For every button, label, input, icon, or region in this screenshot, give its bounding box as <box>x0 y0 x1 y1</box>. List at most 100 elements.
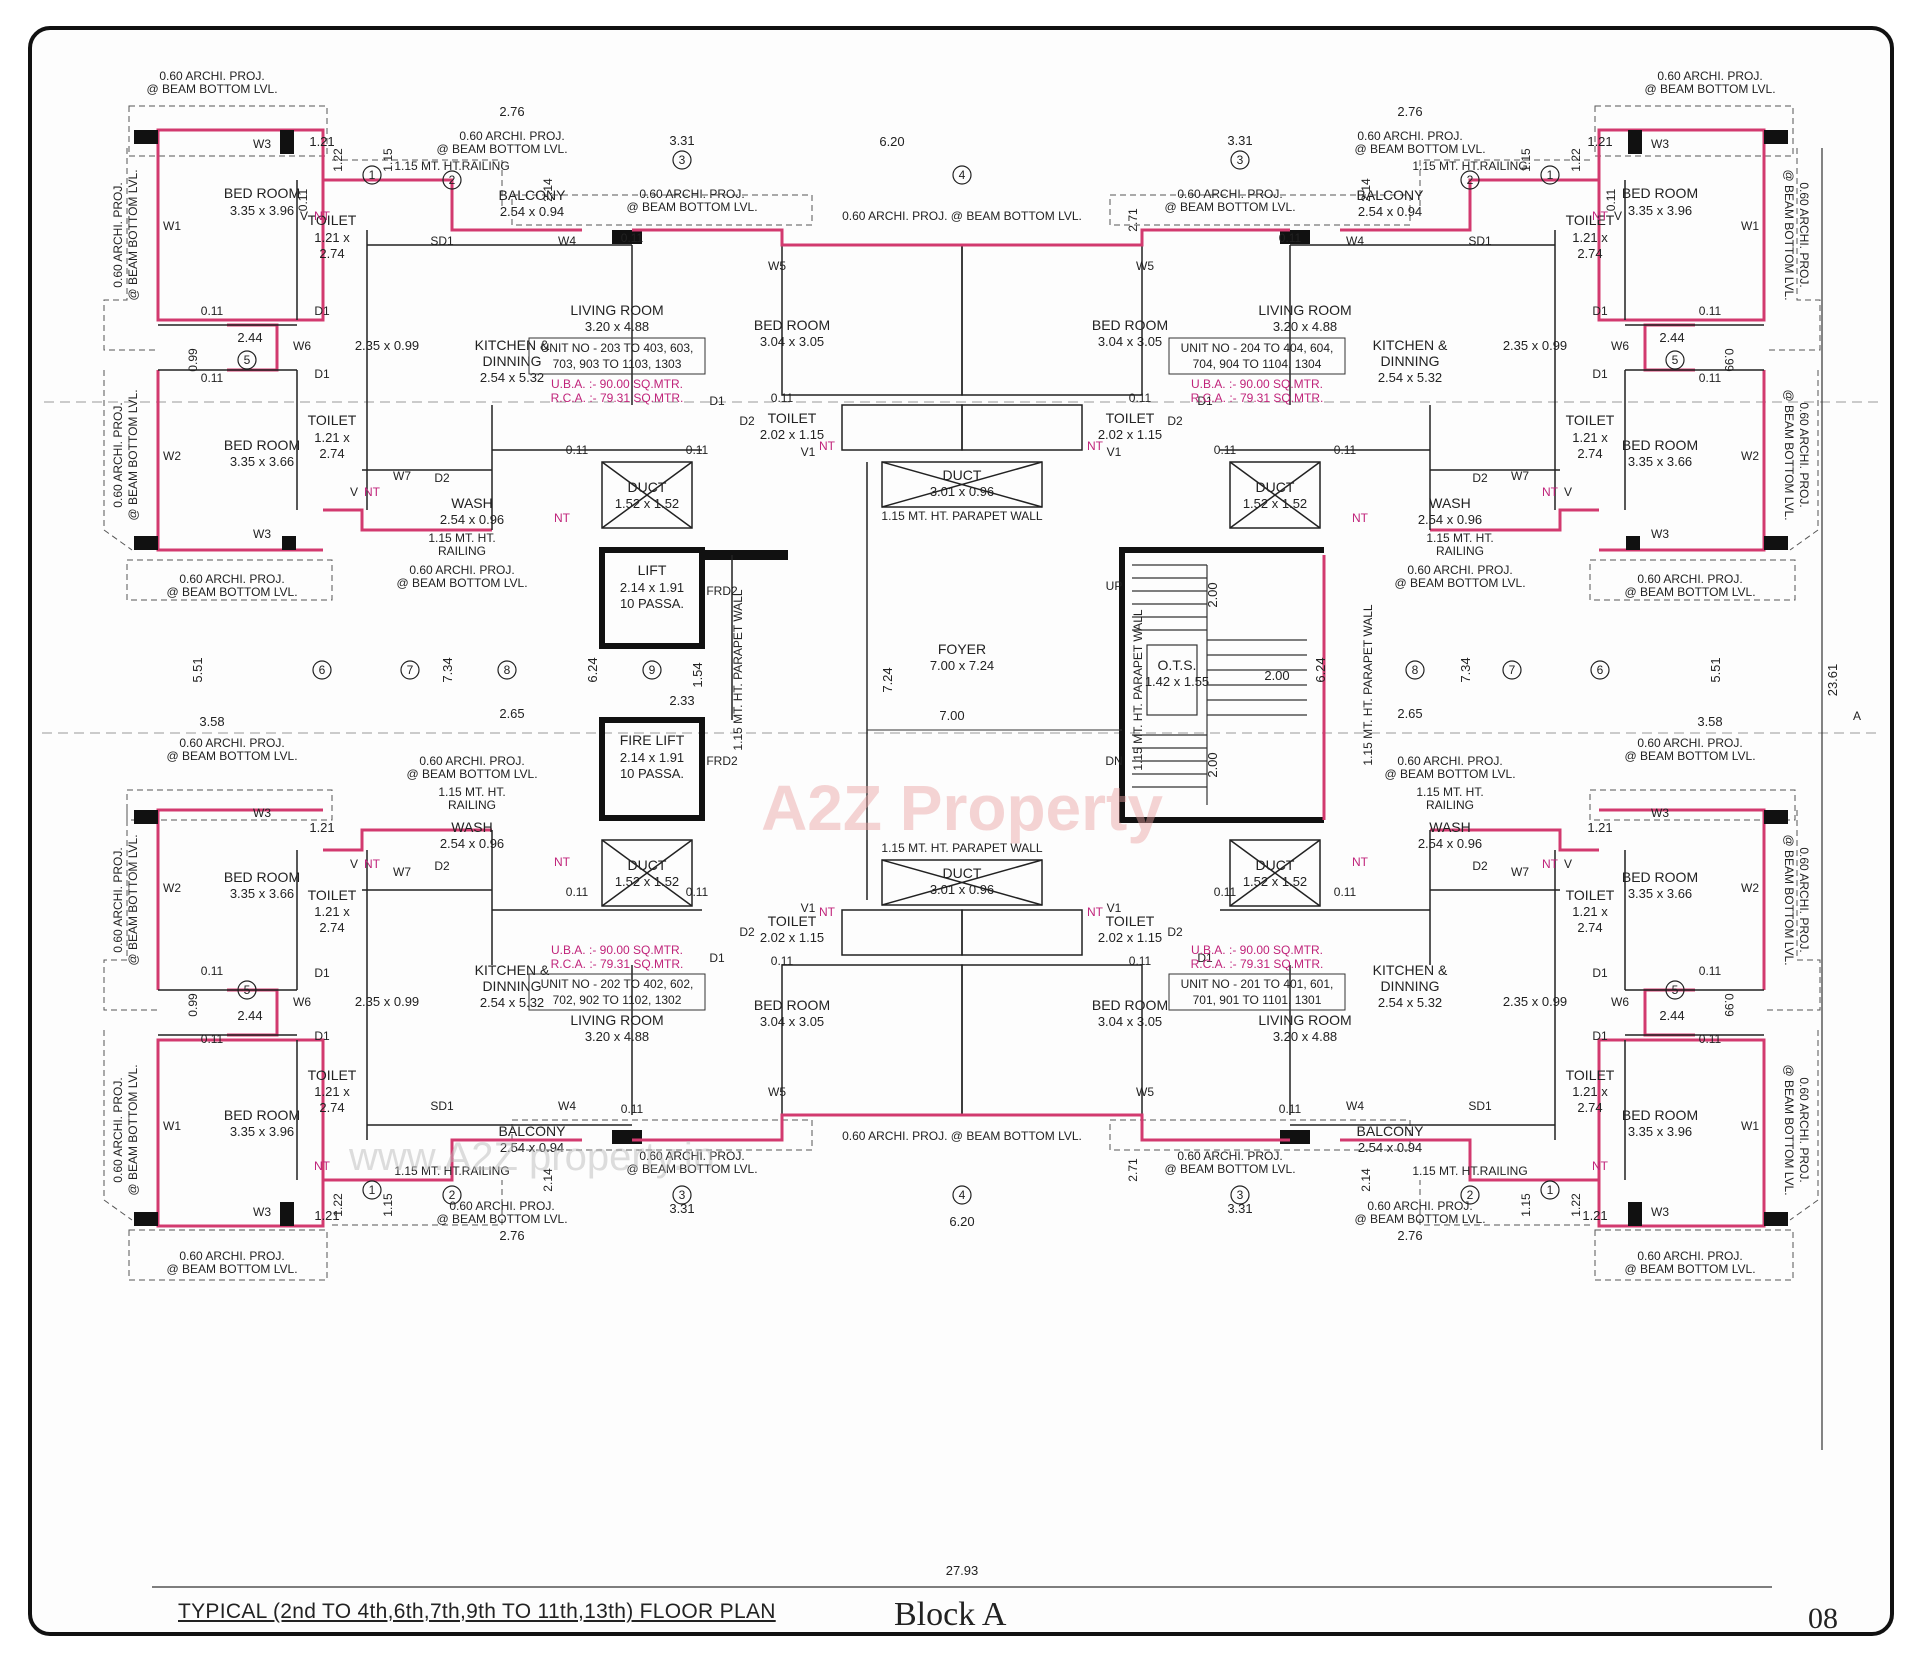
parapet-ots: 1.15 MT. HT. PARAPET WALL <box>1131 609 1145 770</box>
tl-wash-size: 2.54 x 0.96 <box>440 512 504 527</box>
tl-unit-line1: UNIT NO - 203 TO 403, 603, <box>541 341 694 355</box>
bl-sd1: SD1 <box>430 1099 454 1113</box>
bl-dim-265: 2.65 <box>499 706 524 721</box>
br-proj-bal-b: @ BEAM BOTTOM LVL. <box>1354 1212 1485 1226</box>
bl-railing-wash-a: 1.15 MT. HT. <box>438 785 505 799</box>
bl-d2-c: D2 <box>739 925 755 939</box>
bl-nt-b: NT <box>364 857 381 871</box>
tl-living: LIVING ROOM <box>570 302 663 318</box>
mid-left-marker-9: 9 <box>649 663 656 677</box>
tr-d011-d: 0.11 <box>1334 443 1357 457</box>
tr-w4: W4 <box>1346 234 1364 248</box>
tr-wash-size: 2.54 x 0.96 <box>1418 512 1482 527</box>
tl-wash: WASH <box>451 495 492 511</box>
lift-capacity: 10 PASSA. <box>620 596 684 611</box>
duct-tr: DUCT <box>1256 479 1295 495</box>
br-marker-3-circle <box>1230 1185 1250 1205</box>
tr-proj-wash-b: @ BEAM BOTTOM LVL. <box>1394 576 1525 590</box>
tr-v1: V1 <box>1107 445 1122 459</box>
br-v1: V1 <box>1107 901 1122 915</box>
bl-marker-1: 1 <box>369 1183 376 1197</box>
bl-dim-099: 0.99 <box>186 993 200 1017</box>
tr-toilet-b-size1: 1.21 x <box>1572 430 1608 445</box>
tr-d011-b: 0.11 <box>1699 304 1722 318</box>
br-proj-wash-a: 0.60 ARCHI. PROJ. <box>1397 754 1502 768</box>
bl-marker-5-circle <box>237 980 257 1000</box>
foyer-width: 7.00 <box>939 708 964 723</box>
bl-d011-d: 0.11 <box>566 885 589 899</box>
tl-w2: W2 <box>163 449 181 463</box>
tl-railing-wash-b: RAILING <box>438 544 486 558</box>
tl-bed-inner: BED ROOM <box>754 317 830 333</box>
tr-dim-214: 2.14 <box>1359 178 1373 202</box>
tr-unit-line1: UNIT NO - 204 TO 404, 604, <box>1181 341 1334 355</box>
top-dim-620: 6.20 <box>879 134 904 149</box>
bl-bed-inner: BED ROOM <box>754 997 830 1013</box>
br-bed-inner-size: 3.04 x 3.05 <box>1098 1014 1162 1029</box>
br-dim-122: 1.22 <box>1569 1193 1583 1217</box>
tr-marker-1-circle <box>1540 165 1560 185</box>
br-living-size: 3.20 x 4.88 <box>1273 1029 1337 1044</box>
floor-plan-drawing: 0.60 ARCHI. PROJ.@ BEAM BOTTOM LVL.0.60 … <box>42 69 1880 1588</box>
tr-toilet-b: TOILET <box>1566 412 1615 428</box>
bl-marker-5: 5 <box>244 983 251 997</box>
tr-toilet-a-size1: 1.21 x <box>1572 230 1608 245</box>
br-nt-c: NT <box>1087 905 1104 919</box>
tl-toilet-a-size2: 2.74 <box>319 246 344 261</box>
br-proj-side2-b: @ BEAM BOTTOM LVL. <box>1782 1064 1796 1195</box>
tl-w7: W7 <box>393 469 411 483</box>
tl-d011-f: 0.11 <box>771 391 794 405</box>
bl-d2-wash: D2 <box>434 859 450 873</box>
br-w6: W6 <box>1611 995 1629 1009</box>
br-bed-mid: BED ROOM <box>1622 869 1698 885</box>
br-kitchen-size: 2.54 x 5.32 <box>1378 995 1442 1010</box>
tr-proj-bal-a: 0.60 ARCHI. PROJ. <box>1357 129 1462 143</box>
tr-marker-5: 5 <box>1672 353 1679 367</box>
tr-nt-b: NT <box>1542 485 1559 499</box>
br-dim-331: 3.31 <box>1227 1201 1252 1216</box>
br-proj-bal-a: 0.60 ARCHI. PROJ. <box>1367 1199 1472 1213</box>
tr-railing-wash-b: RAILING <box>1436 544 1484 558</box>
lift-size: 2.14 x 1.91 <box>620 580 684 595</box>
bl-living-size: 3.20 x 4.88 <box>585 1029 649 1044</box>
tl-w4: W4 <box>558 234 576 248</box>
page-number: 08 <box>1808 1602 1838 1635</box>
tl-dim-121: 1.21 <box>309 134 334 149</box>
bl-w2: W2 <box>163 881 181 895</box>
tl-nt-c: NT <box>819 439 836 453</box>
tr-d011-c: 0.11 <box>1699 371 1722 385</box>
parapet-vertical-left: 1.15 MT. HT. PARAPET WALL <box>731 589 745 750</box>
lift-frd2: FRD2 <box>706 584 738 598</box>
tr-proj-wash-a: 0.60 ARCHI. PROJ. <box>1407 563 1512 577</box>
mid-left-marker-6-circle <box>312 660 332 680</box>
bl-marker-2-circle <box>442 1185 462 1205</box>
tr-sd1: SD1 <box>1468 234 1492 248</box>
br-d011-b: 0.11 <box>1699 964 1722 978</box>
bl-kitchen-a: KITCHEN & <box>475 962 550 978</box>
bl-bed-mid-size: 3.35 x 3.66 <box>230 886 294 901</box>
ots-size: 1.42 x 1.55 <box>1145 674 1209 689</box>
unit-top-left <box>103 105 813 601</box>
br-balcony: BALCONY <box>1357 1123 1425 1139</box>
mid-left-marker-6: 6 <box>319 663 326 677</box>
tl-proj-wash-b: @ BEAM BOTTOM LVL. <box>396 576 527 590</box>
bl-dim-331: 3.31 <box>669 1201 694 1216</box>
tr-toilet-c: TOILET <box>1106 410 1155 426</box>
br-d011-f: 0.11 <box>1129 954 1152 968</box>
bl-wash: WASH <box>451 819 492 835</box>
tl-marker-2-circle <box>442 170 462 190</box>
br-d011-c: 0.11 <box>1699 1032 1722 1046</box>
bl-w3-top: W3 <box>253 806 271 820</box>
tl-proj-liv-b: @ BEAM BOTTOM LVL. <box>626 200 757 214</box>
tl-toilet-a: TOILET <box>308 212 357 228</box>
bl-w6: W6 <box>293 995 311 1009</box>
tl-dim-122: 1.22 <box>331 148 345 172</box>
tr-proj-bot-a: 0.60 ARCHI. PROJ. <box>1637 572 1742 586</box>
bottom-marker-4: 4 <box>959 1188 966 1202</box>
tr-toilet-a-size2: 2.74 <box>1577 246 1602 261</box>
bl-w4: W4 <box>558 1099 576 1113</box>
bl-balcony-size: 2.54 x 0.94 <box>500 1140 564 1155</box>
bl-proj-side-a: 0.60 ARCHI. PROJ. <box>111 847 125 952</box>
tr-dim-122: 1.22 <box>1569 148 1583 172</box>
tr-proj-side-a: 0.60 ARCHI. PROJ. <box>1797 182 1811 287</box>
